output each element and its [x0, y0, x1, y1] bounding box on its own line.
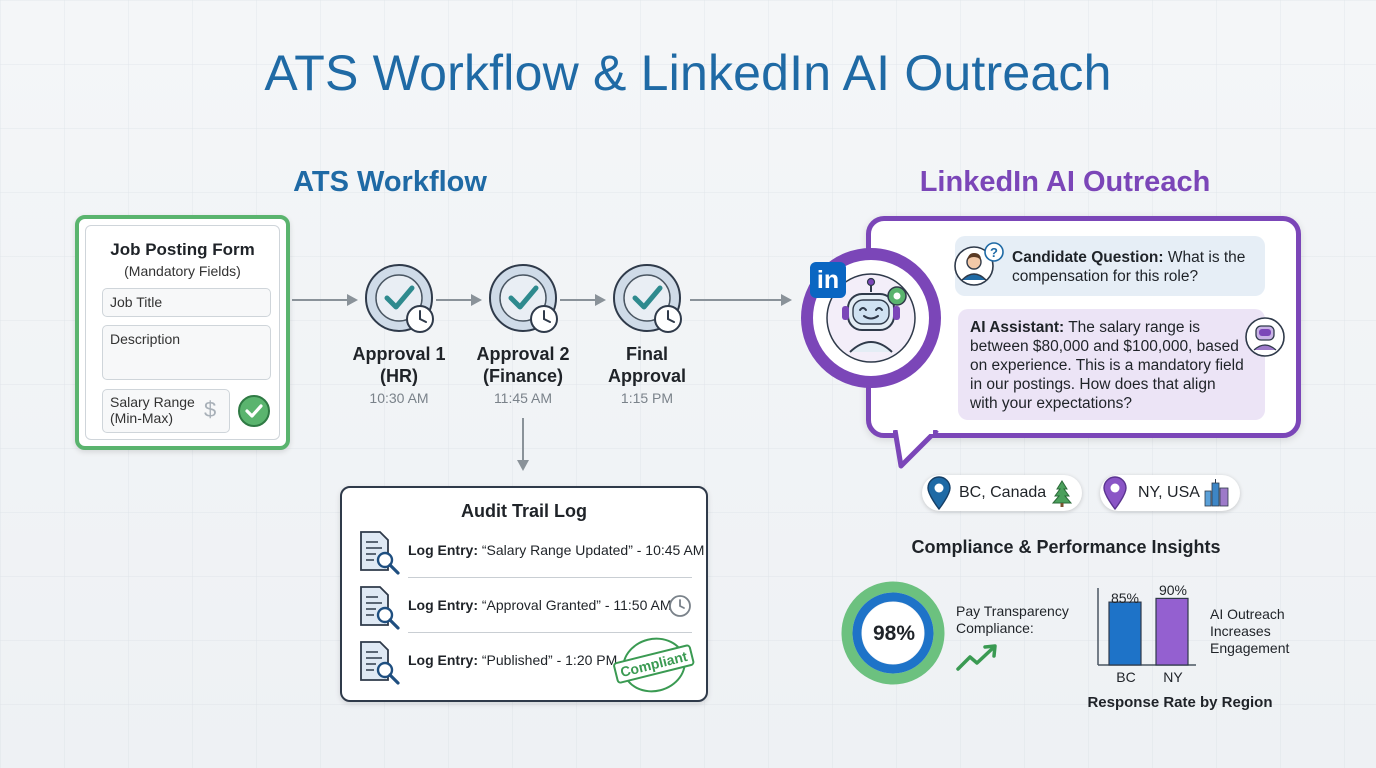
candidate-question-text: Candidate Question: What is the compensa… [1012, 248, 1262, 286]
connector-line [292, 299, 348, 301]
approval-check-icon [613, 264, 682, 333]
ai-answer-message [958, 309, 1265, 420]
location-ny: NY, USA [1100, 475, 1240, 511]
connector-line [560, 299, 596, 301]
approval-2-label: Approval 2 (Finance) [476, 344, 570, 386]
location-bc-label: BC, Canada [959, 484, 1047, 501]
gauge-value: 98% [872, 622, 916, 645]
document-search-icon [360, 586, 400, 630]
candidate-question-message [955, 236, 1265, 296]
log-entry-text: “Approval Granted” - 11:50 AM [481, 597, 672, 613]
ats-section-title: ATS Workflow [293, 166, 487, 198]
map-pin-icon [1103, 476, 1127, 511]
arrow-head [347, 294, 358, 306]
connector-line [690, 299, 782, 301]
log-entry: Log Entry: “Salary Range Updated” - 10:4… [356, 526, 704, 578]
dollar-icon: $ [204, 397, 217, 422]
insights-title: Compliance & Performance Insights [911, 537, 1221, 557]
check-circle-icon [238, 395, 270, 427]
chart-title: Response Rate by Region [1087, 694, 1273, 711]
bar-category-label: BC [1116, 669, 1136, 685]
approval-check-icon [489, 264, 558, 333]
approval-check-icon [365, 264, 434, 333]
candidate-question-body: What is the compensation for this role? [1012, 249, 1246, 285]
approval-2-time: 11:45 AM [493, 390, 553, 406]
ai-avatar-icon [1245, 317, 1285, 357]
document-search-icon [360, 531, 400, 575]
log-entry: Log Entry: “Approval Granted” - 11:50 AM [356, 581, 692, 633]
bar-bc [1108, 601, 1142, 666]
pine-tree-icon [1051, 480, 1073, 507]
approval-1-time: 10:30 AM [369, 390, 429, 406]
document-search-icon [360, 641, 400, 685]
job-title-field[interactable]: Job Title [102, 288, 271, 317]
connector-line-down [522, 418, 524, 461]
bubble-tail [893, 430, 939, 469]
gauge-label: Pay Transparency Compliance: [956, 603, 1069, 636]
candidate-speaker: Candidate Question: [1012, 249, 1164, 266]
ai-answer-text: AI Assistant: The salary range is betwee… [970, 318, 1246, 413]
linkedin-logo: in [810, 262, 846, 298]
bar-category-label: NY [1163, 669, 1183, 685]
arrow-down-head [517, 460, 529, 471]
divider [408, 577, 692, 578]
final-approval-time: 1:15 PM [620, 390, 674, 406]
city-buildings-icon [1204, 479, 1229, 507]
description-field[interactable]: Description [102, 325, 271, 380]
candidate-avatar-icon: ? [954, 242, 1004, 286]
location-bc: BC, Canada [922, 475, 1082, 511]
bar-value-label: 90% [1158, 582, 1188, 598]
response-rate-bar-chart [1097, 588, 1196, 666]
svg-text:?: ? [990, 245, 998, 260]
job-posting-form: Job Posting Form (Mandatory Fields) Job … [75, 215, 290, 450]
log-entry-text: “Salary Range Updated” - 10:45 AM [481, 542, 705, 558]
approval-1-label: Approval 1 (HR) [352, 344, 446, 386]
log-entry-text: “Published” - 1:20 PM [481, 652, 618, 668]
arrow-head [471, 294, 482, 306]
log-entry-prefix: Log Entry: [408, 597, 478, 613]
linkedin-section-title: LinkedIn AI Outreach [919, 166, 1211, 198]
log-entry-prefix: Log Entry: [408, 542, 478, 558]
form-title: Job Posting Form [110, 240, 255, 259]
bar-ny [1155, 597, 1189, 666]
arrow-head [595, 294, 606, 306]
log-entry: Log Entry: “Published” - 1:20 PM [356, 636, 692, 688]
audit-title: Audit Trail Log [461, 501, 587, 521]
engagement-note: AI Outreach Increases Engagement [1210, 606, 1290, 656]
clock-icon [669, 595, 691, 617]
divider [408, 632, 692, 633]
trend-up-icon [956, 644, 997, 671]
form-subtitle: (Mandatory Fields) [124, 263, 241, 279]
arrow-head [781, 294, 792, 306]
bar-value-label: 85% [1110, 590, 1140, 606]
ai-speaker: AI Assistant: [970, 319, 1065, 336]
final-approval-label: Final Approval [607, 344, 686, 386]
audit-trail-log: Audit Trail Log Log Entry: “Salary Range… [340, 486, 708, 702]
map-pin-icon [927, 476, 951, 511]
log-entry-prefix: Log Entry: [408, 652, 478, 668]
connector-line [436, 299, 472, 301]
page-title: ATS Workflow & LinkedIn AI Outreach [264, 45, 1112, 101]
ai-answer-body: The salary range is between $80,000 and … [970, 319, 1244, 412]
location-ny-label: NY, USA [1138, 484, 1200, 501]
salary-range-field[interactable]: Salary Range (Min-Max) [102, 389, 230, 433]
compliance-gauge [841, 581, 945, 685]
